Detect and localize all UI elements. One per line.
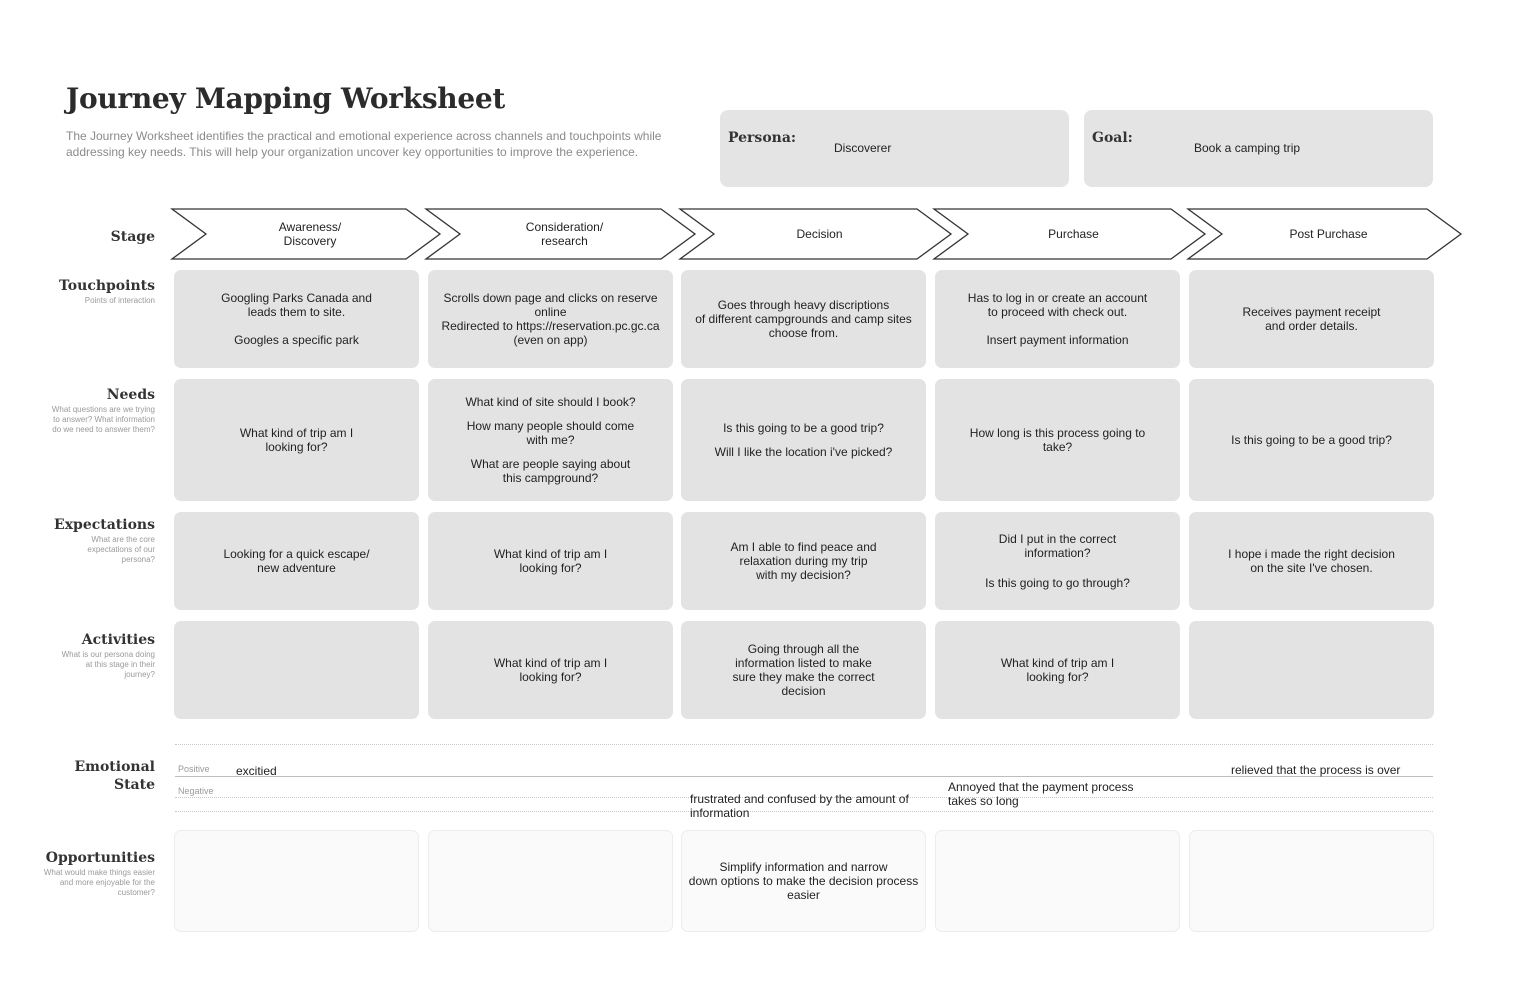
needs-cell-3: Is this going to be a good trip? Will I l… (681, 379, 926, 501)
expectations-text: Looking for a quick escape/ new adventur… (223, 547, 370, 575)
needs-cell-1: What kind of trip am I looking for? (174, 379, 419, 501)
emotion-note-relieved: relieved that the process is over (1231, 763, 1401, 777)
expectations-text: What kind of trip am I looking for? (493, 547, 608, 575)
row-label-opportunities: Opportunities What would make things eas… (43, 850, 155, 897)
touchpoints-text: Insert payment information (986, 333, 1129, 347)
goal-label: Goal: (1092, 130, 1133, 146)
stage-chevron-1 (170, 208, 442, 260)
emotion-note-excited: excitied (236, 764, 277, 778)
expectations-text: I hope i made the right decision on the … (1228, 547, 1395, 575)
activities-cell-3: Going through all the information listed… (681, 621, 926, 719)
emotion-top-divider (175, 744, 1433, 745)
opportunities-cell-4 (935, 830, 1180, 932)
expectations-cell-5: I hope i made the right decision on the … (1189, 512, 1434, 610)
needs-text: How long is this process going to take? (969, 426, 1146, 454)
activities-text: What kind of trip am I looking for? (493, 656, 608, 684)
stage-label-1: Awareness/Discovery (279, 220, 342, 248)
stage-label-4: Purchase (1048, 227, 1099, 241)
persona-label: Persona: (728, 130, 797, 146)
touchpoints-text: Scrolls down page and clicks on reserve … (441, 291, 660, 347)
stage-chevron-4 (932, 208, 1207, 260)
activities-cell-2: What kind of trip am I looking for? (428, 621, 673, 719)
emotion-baseline (175, 776, 1433, 777)
touchpoints-cell-4: Has to log in or create an account to pr… (935, 270, 1180, 368)
expectations-cell-3: Am I able to find peace and relaxation d… (681, 512, 926, 610)
stage-label-5: Post Purchase (1289, 227, 1367, 241)
activities-text: Going through all the information listed… (732, 642, 875, 698)
expectations-cell-2: What kind of trip am I looking for? (428, 512, 673, 610)
expectations-cell-4: Did I put in the correct information? Is … (935, 512, 1180, 610)
stage-label-3: Decision (796, 227, 842, 241)
stage-chevron-2 (424, 208, 697, 260)
activities-text: What kind of trip am I looking for? (1000, 656, 1115, 684)
emotion-mid-divider (175, 797, 1433, 798)
touchpoints-cell-2: Scrolls down page and clicks on reserve … (428, 270, 673, 368)
opportunities-cell-1 (174, 830, 419, 932)
touchpoints-text: Googling Parks Canada and leads them to … (221, 291, 372, 319)
needs-text: How many people should come with me? (466, 419, 635, 447)
persona-box: Persona: Discoverer (720, 110, 1069, 187)
stage-chevron-3 (678, 208, 953, 260)
emotion-note-frustrated: frustrated and confused by the amount of… (690, 792, 909, 820)
needs-text: What kind of site should I book? (465, 395, 636, 409)
row-label-emotional: Emotional State (74, 759, 155, 793)
stage-label-2: Consideration/research (526, 220, 604, 248)
opportunities-cell-5 (1189, 830, 1434, 932)
stage-chevron-5 (1186, 208, 1463, 260)
opportunities-cell-3: Simplify information and narrow down opt… (681, 830, 926, 932)
goal-box: Goal: Book a camping trip (1084, 110, 1433, 187)
row-label-touchpoints: Touchpoints Points of interaction (58, 278, 155, 305)
activities-cell-4: What kind of trip am I looking for? (935, 621, 1180, 719)
needs-text: Is this going to be a good trip? (723, 421, 884, 435)
row-label-needs: Needs What questions are we trying to an… (51, 387, 155, 434)
expectations-text: Is this going to go through? (985, 576, 1130, 590)
opportunities-text: Simplify information and narrow down opt… (688, 860, 919, 902)
needs-text: Is this going to be a good trip? (1231, 433, 1392, 447)
touchpoints-text: Googles a specific park (234, 333, 359, 347)
touchpoints-text: Has to log in or create an account to pr… (967, 291, 1148, 319)
emotion-bottom-divider (175, 811, 1433, 812)
activities-cell-5 (1189, 621, 1434, 719)
expectations-text: Am I able to find peace and relaxation d… (730, 540, 877, 582)
needs-cell-5: Is this going to be a good trip? (1189, 379, 1434, 501)
needs-cell-4: How long is this process going to take? (935, 379, 1180, 501)
touchpoints-text: Goes through heavy discriptions of diffe… (695, 298, 912, 340)
intro-text: The Journey Worksheet identifies the pra… (66, 129, 662, 159)
row-label-activities: Activities What is our persona doing at … (61, 632, 155, 679)
activities-cell-1 (174, 621, 419, 719)
needs-text: Will I like the location i've picked? (714, 445, 893, 459)
persona-value: Discoverer (834, 141, 892, 155)
touchpoints-text: Receives payment receipt and order detai… (1242, 305, 1381, 333)
stage-chevrons: Awareness/Discovery Consideration/researc… (170, 208, 1463, 260)
opportunities-cell-2 (428, 830, 673, 932)
emotion-negative-label: Negative (178, 786, 214, 796)
emotion-note-annoyed: Annoyed that the payment process takes s… (948, 780, 1134, 808)
row-label-expectations: Expectations What are the core expectati… (54, 517, 155, 564)
goal-value: Book a camping trip (1194, 141, 1301, 155)
touchpoints-cell-3: Goes through heavy discriptions of diffe… (681, 270, 926, 368)
touchpoints-cell-1: Googling Parks Canada and leads them to … (174, 270, 419, 368)
needs-cell-2: What kind of site should I book? How many… (428, 379, 673, 501)
expectations-cell-1: Looking for a quick escape/ new adventur… (174, 512, 419, 610)
page-title: Journey Mapping Worksheet (66, 82, 506, 115)
emotion-positive-label: Positive (178, 764, 210, 774)
expectations-text: Did I put in the correct information? (998, 532, 1117, 560)
touchpoints-cell-5: Receives payment receipt and order detai… (1189, 270, 1434, 368)
needs-text: What kind of trip am I looking for? (239, 426, 354, 454)
needs-text: What are people saying about this campgr… (470, 457, 631, 485)
row-label-stage: Stage (110, 229, 155, 245)
